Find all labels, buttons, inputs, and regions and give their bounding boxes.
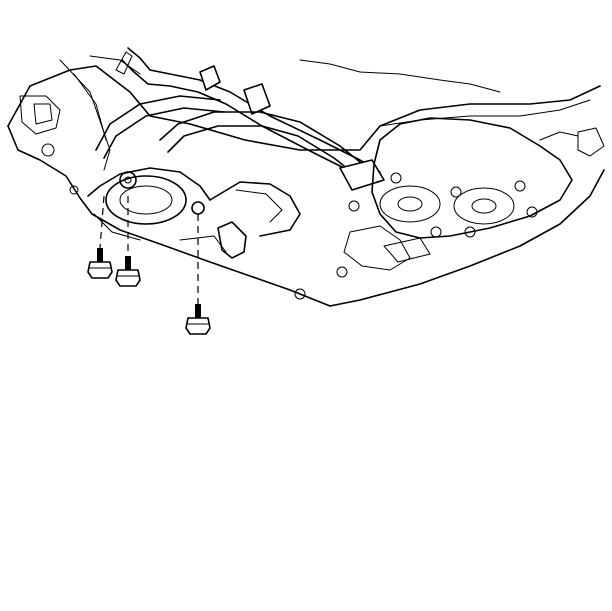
bolt-left	[87, 248, 113, 279]
filter-boss-right	[191, 201, 205, 215]
filter-boss-left	[119, 171, 137, 189]
transmission-case-outline	[7, 55, 605, 307]
valve-body-cover	[294, 117, 605, 300]
cooler-line	[95, 47, 385, 191]
oil-pan	[87, 167, 301, 259]
bolt-lower	[185, 304, 211, 335]
bolt-middle	[115, 256, 141, 287]
leader-line-left	[99, 195, 105, 249]
